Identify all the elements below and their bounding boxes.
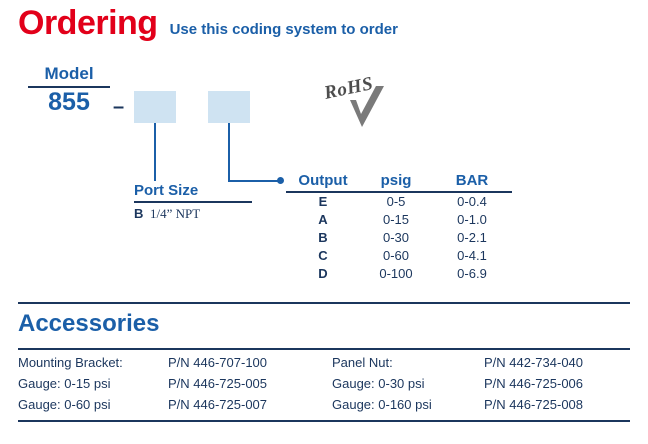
output-bar: 0-0.4 [457, 194, 487, 209]
output-code: B [318, 229, 328, 245]
output-table-divider [286, 191, 512, 193]
accessory-part-number: P/N 446-707-100 [168, 355, 268, 370]
leader-line-port-size [154, 123, 156, 181]
output-code: D [318, 265, 328, 281]
output-psig: 0-30 [382, 229, 410, 245]
page-subtitle: Use this coding system to order [169, 21, 398, 38]
accessories-table: Mounting Bracket: P/N 446-707-100 Panel … [18, 352, 630, 415]
output-table: Output psig BAR E 0-5 0-0.4 A 0-15 0-1.0… [286, 172, 512, 283]
output-psig: 0-60 [382, 247, 410, 263]
accessory-name: Panel Nut: [332, 355, 393, 370]
output-header-psig: psig [380, 172, 412, 189]
table-row: C 0-60 0-4.1 [286, 247, 512, 265]
accessory-part-number: P/N 442-734-040 [484, 355, 584, 370]
leader-line-output-vertical [228, 123, 230, 180]
port-size-block: Port Size B 1/4” NPT [134, 182, 252, 222]
code-blank-output [208, 91, 250, 123]
leader-dot-output [277, 177, 284, 184]
accessory-part-number: P/N 446-725-006 [484, 376, 584, 392]
rohs-mark: RoHS [322, 73, 398, 130]
port-size-title: Port Size [134, 182, 199, 199]
model-block: Model 855 [28, 64, 110, 117]
table-row: Gauge: 0-60 psi P/N 446-725-007 Gauge: 0… [18, 394, 630, 415]
output-bar: 0-1.0 [457, 211, 487, 227]
accessory-name: Mounting Bracket: [18, 355, 123, 370]
accessories-top-divider [18, 302, 630, 304]
accessory-part-number: P/N 446-725-007 [168, 397, 268, 413]
model-number: 855 [48, 88, 90, 116]
output-code: C [318, 247, 328, 263]
port-size-code: B [134, 206, 144, 221]
model-label: Model [44, 64, 94, 83]
table-row: Gauge: 0-15 psi P/N 446-725-005 Gauge: 0… [18, 373, 630, 394]
accessory-part-number: P/N 446-725-008 [484, 397, 584, 413]
accessories-title: Accessories [18, 310, 160, 337]
table-row: E 0-5 0-0.4 [286, 193, 512, 211]
output-bar: 0-4.1 [457, 247, 487, 263]
output-psig: 0-5 [386, 194, 406, 209]
output-code: A [318, 211, 328, 227]
port-size-row: B 1/4” NPT [134, 206, 252, 222]
accessory-name: Gauge: 0-160 psi [332, 397, 432, 413]
accessories-bottom-divider [18, 420, 630, 422]
page-title: Ordering [18, 4, 158, 42]
output-psig: 0-15 [382, 211, 410, 227]
output-code: E [318, 194, 328, 209]
model-divider [28, 86, 110, 88]
leader-line-output-horizontal [228, 180, 280, 182]
port-size-divider [134, 201, 252, 203]
table-row: Mounting Bracket: P/N 446-707-100 Panel … [18, 352, 630, 373]
output-table-header: Output psig BAR [286, 172, 512, 189]
rohs-check-icon [350, 86, 384, 127]
output-bar: 0-6.9 [457, 265, 487, 281]
table-row: B 0-30 0-2.1 [286, 229, 512, 247]
accessory-part-number: P/N 446-725-005 [168, 376, 268, 392]
table-row: A 0-15 0-1.0 [286, 211, 512, 229]
output-header-bar: BAR [455, 172, 489, 189]
accessory-name: Gauge: 0-60 psi [18, 397, 111, 413]
model-dash: – [113, 96, 125, 118]
code-blank-port-size [134, 91, 176, 123]
accessory-name: Gauge: 0-15 psi [18, 376, 111, 392]
port-size-description: 1/4” NPT [150, 206, 201, 221]
page-header: Ordering Use this coding system to order [18, 6, 398, 40]
accessory-name: Gauge: 0-30 psi [332, 376, 425, 392]
output-header-code: Output [298, 172, 348, 189]
output-psig: 0-100 [379, 265, 413, 281]
output-bar: 0-2.1 [457, 229, 487, 245]
table-row: D 0-100 0-6.9 [286, 265, 512, 283]
accessories-header-divider [18, 348, 630, 350]
